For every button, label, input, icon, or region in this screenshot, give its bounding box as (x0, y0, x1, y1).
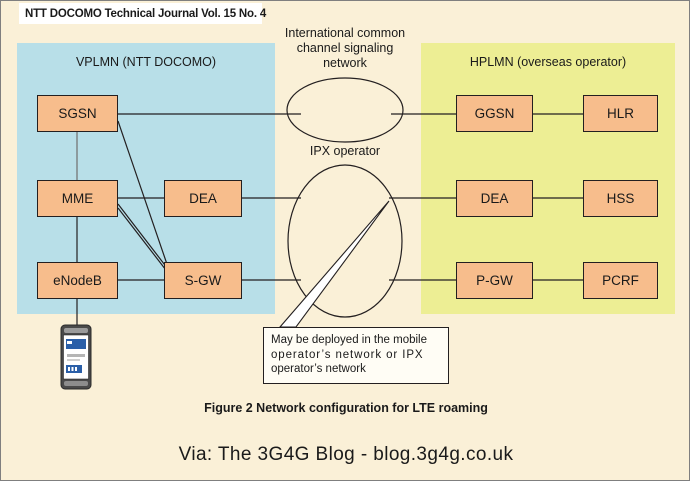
intl-signaling-cloud-oval (286, 77, 404, 143)
node-mme[interactable]: MME (37, 180, 118, 217)
node-dea-hplmn[interactable]: DEA (456, 180, 533, 217)
callout-line-3: operator’s network (271, 363, 366, 375)
node-dea-hplmn-label: DEA (480, 191, 509, 206)
node-pgw-label: P-GW (476, 273, 513, 288)
via-credit-caption: Via: The 3G4G Blog - blog.3g4g.co.uk (178, 444, 514, 465)
zone-hplmn-label: HPLMN (overseas operator) (469, 55, 627, 69)
mobile-handset-icon (56, 323, 96, 391)
node-sgw[interactable]: S-GW (164, 262, 242, 299)
node-sgw-label: S-GW (184, 273, 222, 288)
node-pcrf-label: PCRF (602, 273, 639, 288)
node-hlr-label: HLR (606, 106, 634, 121)
journal-header-strip: NTT DOCOMO Technical Journal Vol. 15 No.… (19, 3, 266, 24)
intl-signaling-line-2: channel signaling (296, 41, 394, 55)
node-pgw[interactable]: P-GW (456, 262, 533, 299)
ipx-operator-cloud-oval (287, 164, 403, 318)
journal-header-text: NTT DOCOMO Technical Journal Vol. 15 No.… (25, 7, 267, 20)
callout-note: May be deployed in the mobile operator’s… (263, 327, 449, 384)
intl-signaling-line-1: International common (284, 26, 406, 40)
callout-pointer (278, 200, 390, 328)
callout-line-1: May be deployed in the mobile (271, 334, 427, 346)
node-enodeb[interactable]: eNodeB (37, 262, 118, 299)
node-sgsn[interactable]: SGSN (37, 95, 118, 132)
node-enodeb-label: eNodeB (53, 273, 102, 288)
callout-line-2: operator’s network or IPX (271, 348, 424, 361)
node-ggsn-label: GGSN (474, 106, 515, 121)
node-pcrf[interactable]: PCRF (583, 262, 658, 299)
node-mme-label: MME (61, 191, 94, 206)
zone-vplmn-label: VPLMN (NTT DOCOMO) (75, 55, 217, 69)
intl-signaling-line-3: network (323, 56, 367, 70)
ipx-operator-cloud-label: IPX operator (309, 144, 381, 158)
node-hss-label: HSS (606, 191, 635, 206)
node-hlr[interactable]: HLR (583, 95, 658, 132)
node-ggsn[interactable]: GGSN (456, 95, 533, 132)
figure-caption: Figure 2 Network configuration for LTE r… (204, 401, 488, 415)
node-dea-vplmn-label: DEA (189, 191, 217, 206)
intl-signaling-cloud-label: International common channel signaling n… (269, 26, 421, 71)
node-sgsn-label: SGSN (58, 106, 97, 121)
node-dea-vplmn[interactable]: DEA (164, 180, 242, 217)
node-hss[interactable]: HSS (583, 180, 658, 217)
